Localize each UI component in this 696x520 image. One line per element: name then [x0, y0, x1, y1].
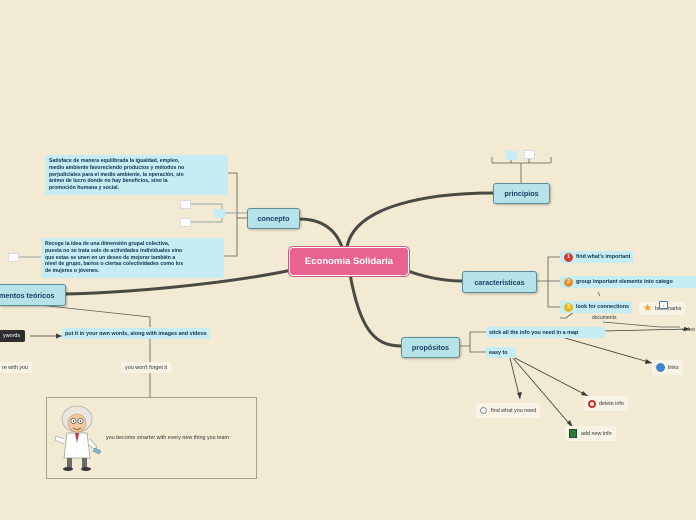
- find-info-node[interactable]: find what you need: [476, 403, 541, 418]
- find-info-label: find what you need: [491, 407, 537, 414]
- links-label: links: [668, 364, 679, 371]
- bookmarks-node[interactable]: ★ i bookmarks: [639, 301, 686, 315]
- empty-node[interactable]: [8, 253, 19, 262]
- scientist-illustration: [54, 405, 102, 471]
- wont-forget-node[interactable]: you won't forget it: [121, 362, 172, 373]
- delete-info-label: delete info: [599, 400, 624, 407]
- number-1-icon: 1: [564, 252, 573, 262]
- image-callout-box[interactable]: you become smarter with every new thing …: [46, 397, 257, 479]
- book-add-icon: [569, 429, 577, 438]
- documents-label[interactable]: documents: [592, 314, 617, 321]
- empty-node[interactable]: [506, 151, 517, 160]
- caracteristica-label: look for connections: [576, 304, 630, 310]
- topic-fundamentos-teoricos[interactable]: mentos teóricos: [0, 284, 66, 306]
- star-icon: ★: [643, 303, 652, 314]
- easy-to-node[interactable]: easy to: [486, 347, 516, 358]
- number-2-icon: 2: [564, 277, 573, 287]
- add-info-label: add new info: [581, 430, 612, 437]
- number-3-icon: 3: [564, 302, 573, 312]
- empty-node[interactable]: [180, 218, 191, 227]
- caracteristica-label: find what's important: [576, 254, 631, 260]
- no-entry-icon: [588, 399, 596, 408]
- bookmarks-label: bookmarks: [654, 305, 682, 312]
- central-topic[interactable]: Economia Solidaria: [289, 247, 409, 276]
- empty-node[interactable]: [180, 200, 191, 209]
- topic-caracteristicas[interactable]: características: [462, 271, 537, 293]
- topic-concepto[interactable]: concepto: [247, 208, 300, 229]
- caracteristica-item-2[interactable]: 2 group important elements into catego: [560, 276, 696, 288]
- topic-principios[interactable]: principios: [493, 183, 550, 204]
- stick-info-node[interactable]: stick all the info you need in a map: [486, 327, 605, 338]
- info-icon: i: [659, 301, 668, 309]
- caracteristica-item-3[interactable]: 3 look for connections: [560, 301, 633, 313]
- keywords-node[interactable]: ywords: [0, 330, 26, 342]
- video-label[interactable]: video: [682, 326, 695, 333]
- concepto-text-2: Recoge la idea de una dimensión grupal c…: [41, 238, 224, 278]
- concepto-text-1: Satisface de manera equilibrada la igual…: [45, 155, 228, 195]
- magnifier-icon: [480, 407, 487, 414]
- smarter-text: you become smarter with every new thing …: [106, 435, 230, 441]
- delete-info-node[interactable]: delete info: [584, 396, 628, 411]
- globe-link-icon: [656, 363, 665, 372]
- links-node[interactable]: links: [652, 360, 683, 375]
- caracteristica-item-1[interactable]: 1 find what's important: [560, 251, 634, 263]
- add-info-node[interactable]: add new info: [565, 426, 616, 441]
- empty-node[interactable]: [524, 150, 535, 159]
- share-node[interactable]: re with you: [0, 362, 33, 373]
- own-words-node[interactable]: put it in your own words, along with ima…: [62, 328, 210, 339]
- empty-node[interactable]: [214, 209, 225, 218]
- caracteristica-label: group important elements into catego: [576, 279, 673, 285]
- topic-propositos[interactable]: propósitos: [401, 337, 460, 358]
